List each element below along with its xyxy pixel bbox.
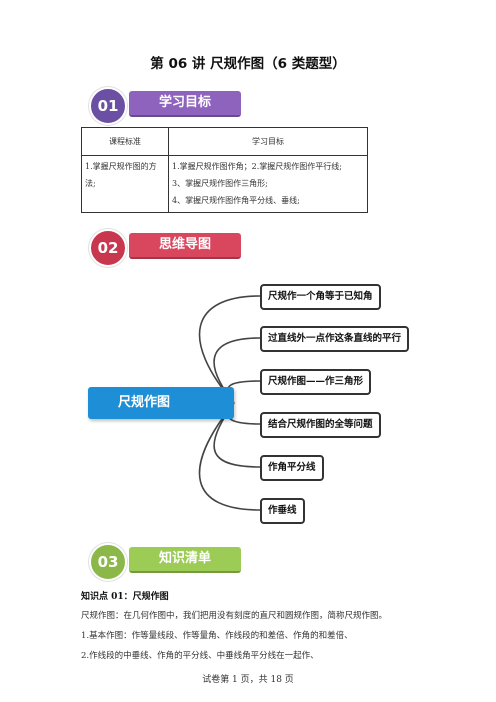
section-label: 学习目标 xyxy=(129,91,241,117)
section-badge-mindmap: 02 思维导图 xyxy=(89,229,249,267)
objectives-cell: 1.掌握尺规作图作角；2.掌握尺规作图作平行线; 3、掌握尺规作图作三角形; 4… xyxy=(168,155,368,213)
connector-line xyxy=(198,402,261,511)
section-badge-knowledge: 03 知识清单 xyxy=(89,543,249,581)
objective-line: 4、掌握尺规作图作角平分线、垂线; xyxy=(172,196,300,205)
goals-table: 课程标准 学习目标 1.掌握尺规作图的方法; 1.掌握尺规作图作角；2.掌握尺规… xyxy=(81,127,368,213)
standard-text: 1.掌握尺规作图的方法; xyxy=(85,162,157,188)
knowledge-point-title: 知识点 01：尺规作图 xyxy=(81,592,169,602)
section-number: 01 xyxy=(89,87,127,125)
knowledge-text-line: 1.基本作图：作等量线段、作等量角、作线段的和差倍、作角的和差倍、 xyxy=(81,631,353,641)
mindmap-branch-node: 作垂线 xyxy=(260,498,305,524)
section-label: 知识清单 xyxy=(129,547,241,573)
section-badge-goals: 01 学习目标 xyxy=(89,87,249,125)
objective-line: 3、掌握尺规作图作三角形; xyxy=(172,179,268,188)
knowledge-text-line: 尺规作图：在几何作图中，我们把用没有刻度的直尺和圆规作图，简称尺规作图。 xyxy=(81,611,388,621)
mindmap-branch-node: 尺规作一个角等于已知角 xyxy=(260,284,381,310)
page-footer: 试卷第 1 页，共 18 页 xyxy=(202,675,294,685)
mindmap-branch-node: 过直线外一点作这条直线的平行 xyxy=(260,326,410,352)
document-title: 第 06 讲 尺规作图（6 类题型） xyxy=(150,56,346,72)
connector-line xyxy=(198,295,261,404)
objective-line: 1.掌握尺规作图作角；2.掌握尺规作图作平行线; xyxy=(172,162,342,171)
standard-cell: 1.掌握尺规作图的方法; xyxy=(81,155,169,213)
table-row: 1.掌握尺规作图的方法; 1.掌握尺规作图作角；2.掌握尺规作图作平行线; 3、… xyxy=(81,155,368,213)
mindmap-center-node: 尺规作图 xyxy=(88,387,234,419)
mindmap-branch-node: 作角平分线 xyxy=(260,455,324,481)
mindmap-branch-node: 尺规作图——作三角形 xyxy=(260,369,372,395)
section-number: 02 xyxy=(89,229,127,267)
knowledge-text-line: 2.作线段的中垂线、作角的平分线、中垂线角平分线在一起作、 xyxy=(81,651,319,661)
mindmap-branch-node: 结合尺规作图的全等问题 xyxy=(260,412,381,438)
section-label: 思维导图 xyxy=(129,233,241,259)
section-number: 03 xyxy=(89,543,127,581)
